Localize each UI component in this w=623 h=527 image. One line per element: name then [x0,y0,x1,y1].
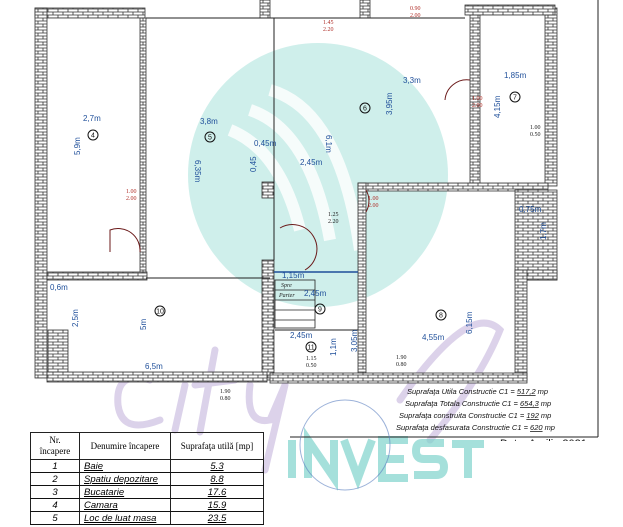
dim-label: 4,55m [422,333,445,342]
svg-text:1.15: 1.15 [306,356,317,362]
partition-lines [146,0,599,438]
svg-text:1.90: 1.90 [220,389,231,395]
svg-text:2.00: 2.00 [472,103,483,109]
svg-text:1.90: 1.90 [396,355,407,361]
svg-text:8: 8 [439,313,443,320]
svg-text:0.80: 0.80 [396,362,407,368]
dim-label: 6,35m [193,160,202,183]
svg-text:1.00: 1.00 [368,196,379,202]
dim-label: 0,6m [50,283,68,292]
stamp [299,399,391,491]
date-label: Data: Aprilie 2021 [500,438,587,450]
room-numbers: 4 5 6 7 8 9 10 11 [87,91,521,353]
dim-label: 6,15m [465,311,474,334]
dim-label: 5,9m [73,137,82,155]
svg-text:Suprafaţa Totala Constructie C: Suprafaţa Totala Constructie C1 = 654,3m… [405,399,551,408]
table-header: Nr. încapere Denumire încapere Suprafaţa… [30,432,264,460]
svg-text:2.00: 2.00 [410,13,421,19]
walls [34,0,558,384]
dim-label: 2,7m [83,114,101,123]
dim-label: 1,15m [282,271,305,280]
svg-text:0.90: 0.90 [410,6,421,12]
room-number-6: 6 [359,102,371,114]
door-swings [109,79,471,271]
svg-text:Suprafaţa desfasurata Construc: Suprafaţa desfasurata Constructie C1 = 6… [396,423,555,432]
room-number-5: 5 [204,131,216,143]
stairs [274,279,316,329]
dimension-labels: 2,7m 5,9m 3,8m 6,35m 3,3m 3,95m 6,1m 2,4… [50,71,548,371]
svg-text:0.50: 0.50 [306,363,317,369]
room-number-8: 8 [435,309,447,321]
svg-text:0.50: 0.50 [530,132,541,138]
svg-text:2.20: 2.20 [328,219,339,225]
dim-label: 3,05m [350,329,359,352]
header-area: Suprafaţa utilă [mp] [170,432,264,460]
dim-label: 1,85m [504,71,527,80]
dim-label: 3,8m [200,117,218,126]
room-number-11: 11 [305,341,317,353]
watermark-wifi-icon [227,84,366,251]
dim-label: 5m [139,319,148,330]
dim-label: 6,1m [324,135,333,153]
dim-label: 6,5m [145,362,163,371]
watermark-brand-logo [288,427,484,491]
header-name: Denumire încapere [79,432,171,460]
svg-text:7: 7 [513,95,517,102]
svg-text:11: 11 [307,345,314,352]
svg-text:2.00: 2.00 [126,196,137,202]
room-number-4: 4 [87,129,99,141]
svg-text:Suprafaţa Utila Constructie C1: Suprafaţa Utila Constructie C1 = 517,2mp [407,387,548,396]
dim-label: 2,45m [290,331,313,340]
svg-text:4: 4 [91,133,95,140]
dim-label: 2,45m [300,158,323,167]
svg-text:1.00: 1.00 [530,125,541,131]
svg-text:0.80: 0.80 [220,396,231,402]
svg-text:1.00: 1.00 [472,96,483,102]
dim-label: 4,15m [493,95,502,118]
svg-text:1.00: 1.00 [126,189,137,195]
stairs-label: Spre [281,283,292,289]
svg-text:1.25: 1.25 [328,212,339,218]
dim-label: 2,45m [304,289,327,298]
dim-label: 1,1m [329,338,338,356]
dim-label: 0,45 [249,156,258,172]
dim-label: 3,95m [385,92,394,115]
svg-text:2.00: 2.00 [368,203,379,209]
opening-labels: 1.452.20 0.902.00 1.002.00 1.000.50 1.00… [126,6,541,402]
dim-label: 1,7m [539,222,548,240]
svg-text:9: 9 [318,307,322,314]
svg-text:10: 10 [156,309,164,316]
svg-text:Suprafaţa construita Construct: Suprafaţa construita Constructie C1 = 19… [399,411,551,420]
dim-label: 0,75m [519,205,542,214]
rooms-table: Nr. încapere Denumire încapere Suprafaţa… [30,432,264,525]
room-number-7: 7 [509,91,521,103]
dim-label: 2,5m [71,309,80,327]
svg-text:6: 6 [363,106,367,113]
svg-text:5: 5 [208,135,212,142]
header-nr: Nr. încapere [30,432,80,460]
room-number-10: 10 [154,305,166,317]
svg-text:1.45: 1.45 [323,20,334,26]
dim-label: 0,45m [254,139,277,148]
svg-text:2.20: 2.20 [323,27,334,33]
room-number-9: 9 [314,303,326,315]
dim-label: 3,3m [403,76,421,85]
stairs-label: Parter [278,293,295,299]
